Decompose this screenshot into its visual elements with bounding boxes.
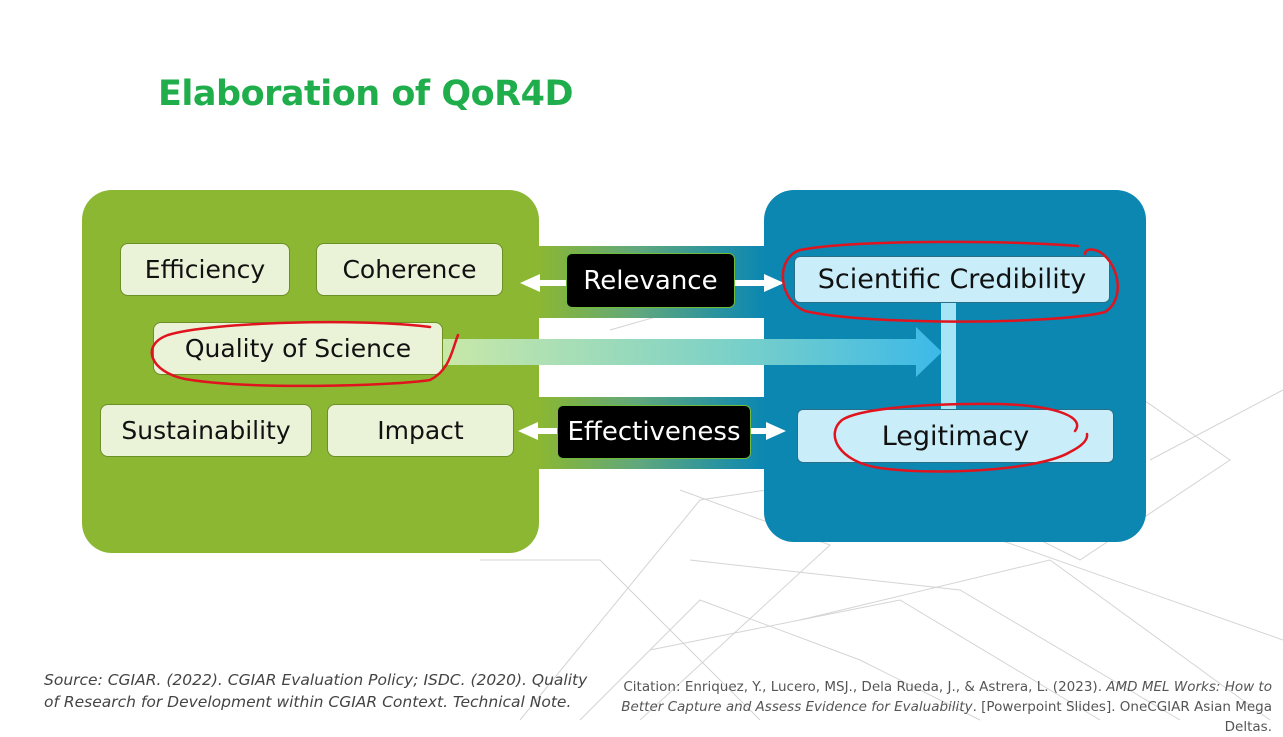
credibility-annotation-circle xyxy=(781,240,1119,323)
efficiency-box: Efficiency xyxy=(120,243,290,296)
effectiveness-label: Effectiveness xyxy=(557,405,751,459)
bg-line-3 xyxy=(480,559,761,721)
coherence-box: Coherence xyxy=(316,243,503,296)
sustainability-box: Sustainability xyxy=(100,404,312,457)
quality-of-science-box: Quality of Science xyxy=(153,322,443,375)
citation-suffix: . [Powerpoint Slides]. OneCGIAR Asian Me… xyxy=(972,699,1272,735)
bg-line-5 xyxy=(799,559,1271,721)
legitimacy-annotation-circle xyxy=(833,402,1089,473)
legitimacy-box: Legitimacy xyxy=(797,409,1114,463)
impact-box: Impact xyxy=(327,404,514,457)
citation-title: AMD MEL Works: How to Better Capture and… xyxy=(621,679,1272,715)
source-note: Source: CGIAR. (2022). CGIAR Evaluation … xyxy=(44,671,588,711)
quality-annotation-circle xyxy=(150,320,460,388)
bg-line-6 xyxy=(999,539,1283,641)
bg-line-4 xyxy=(689,559,1181,721)
bg-line-2 xyxy=(639,489,831,721)
page-title: Elaboration of QoR4D xyxy=(158,74,574,114)
quality-to-credibility-arrow xyxy=(443,327,942,377)
citation-note: Citation: Enriquez, Y., Lucero, MSJ., De… xyxy=(596,677,1272,737)
bg-line-9 xyxy=(1149,389,1283,461)
vertical-connector xyxy=(941,300,956,412)
bg-line-8 xyxy=(579,599,981,721)
citation-prefix: Citation: Enriquez, Y., Lucero, MSJ., De… xyxy=(623,679,1107,695)
bg-line-7 xyxy=(649,599,1101,721)
effectiveness-arrows xyxy=(518,422,786,440)
relevance-label: Relevance xyxy=(566,253,735,308)
scientific-credibility-box: Scientific Credibility xyxy=(794,256,1110,303)
relevance-arrows xyxy=(520,274,784,292)
